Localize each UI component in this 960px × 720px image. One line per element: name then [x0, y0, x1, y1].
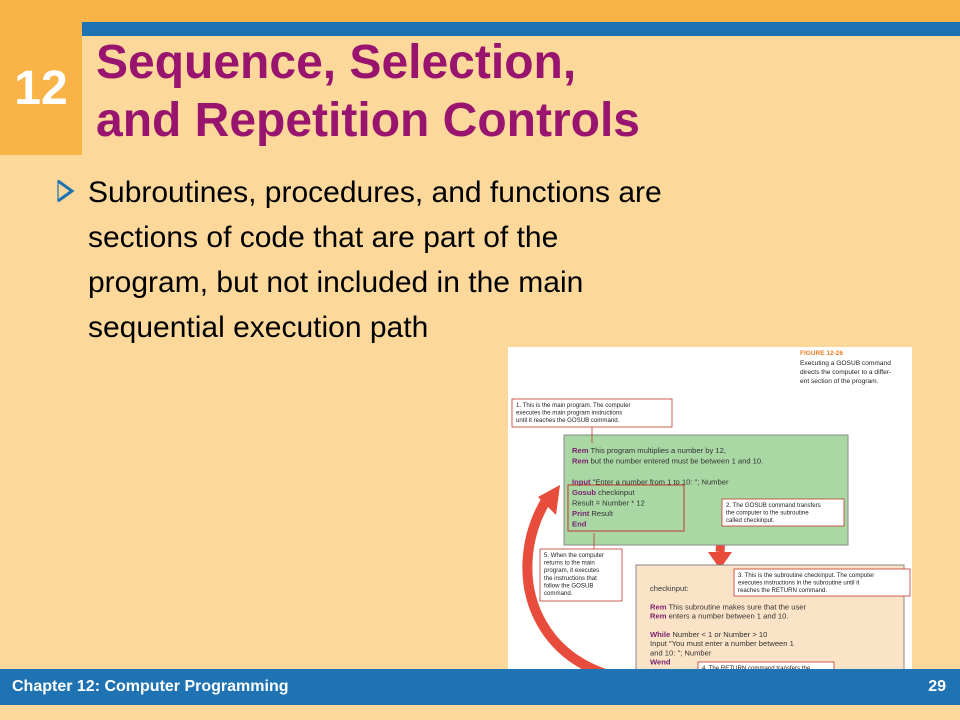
note-5-line: 5. When the computer [544, 552, 604, 559]
note-1: 1. This is the main program. The compute… [516, 402, 631, 424]
return-highlight [567, 484, 685, 532]
chapter-number: 12 [0, 22, 82, 155]
bullet-text: Subroutines, procedures, and functions a… [88, 176, 662, 344]
main-code-line: End [572, 520, 587, 529]
note-5-line: the instructions that [544, 575, 597, 582]
figure-diagram: Rem This program multiplies a number by … [511, 350, 911, 688]
sub-code-line: Wend [650, 658, 671, 667]
main-code-line: Input "Enter a number from 1 to 10: "; N… [572, 478, 729, 487]
note-2-line: called checkinput. [726, 517, 775, 524]
main-code: Rem This program multiplies a number by … [572, 446, 763, 529]
gosub-figure: Rem This program multiplies a number by … [508, 347, 912, 692]
note-5-line: follow the GOSUB [544, 582, 593, 589]
sub-code-line: and 10: "; Number [650, 648, 712, 657]
title-line-2: and Repetition Controls [96, 94, 640, 147]
top-blue-bar [82, 22, 960, 36]
return-arrowhead [538, 485, 560, 515]
note-1-line: 1. This is the main program. The compute… [516, 402, 631, 409]
caption-line: directs the computer to a differ- [800, 369, 891, 376]
top-accent-bar [0, 0, 960, 22]
main-code-line: Rem but the number entered must be betwe… [572, 457, 763, 466]
note-3-line: executes instructions in the subroutine … [738, 580, 860, 587]
note-3-box [733, 568, 911, 597]
sub-code-line: While Number < 1 or Number > 10 [650, 630, 767, 639]
slide-title: Sequence, Selection, and Repetition Cont… [96, 34, 640, 150]
bottom-strip [0, 705, 960, 720]
bullet-arrow-icon [57, 179, 75, 203]
note-3-line: 3. This is the subroutine checkinput. Th… [738, 572, 874, 579]
note-5-line: program, it executes [544, 567, 599, 574]
note-2-box [721, 498, 845, 527]
main-code-line: Result = Number * 12 [572, 499, 645, 508]
caption-line: ent section of the program. [800, 378, 879, 385]
note-4-line: 4. The RETURN command transfers the [702, 665, 811, 672]
main-code-line: Print Result [572, 509, 614, 518]
sub-code-line: checkinput: [650, 584, 688, 593]
footer-chapter: Chapter 12: Computer Programming [12, 678, 289, 695]
note-3-line: reaches the RETURN command. [738, 587, 827, 594]
note-1-line: until it reaches the GOSUB command. [516, 417, 620, 424]
main-code-line: Gosub checkinput [572, 488, 635, 497]
figure-label: FIGURE 12-26 [800, 350, 843, 357]
title-line-1: Sequence, Selection, [96, 36, 577, 89]
gosub-arrowhead [708, 552, 732, 569]
sub-code-line: Rem This subroutine makes sure that the … [650, 602, 807, 611]
note-1-box [511, 398, 673, 428]
sub-code-line: Input "You must enter a number between 1 [650, 639, 794, 648]
main-program-box [563, 434, 849, 546]
note-2-line: 2. The GOSUB command transfers [726, 502, 821, 509]
note-2-line: the computer to the subroutine [726, 510, 809, 517]
caption-line: Executing a GOSUB command [800, 360, 891, 367]
note-5-line: returns to the main [544, 560, 595, 567]
note-1-line: executes the main program instructions [516, 410, 622, 417]
note-5-line: command. [544, 590, 573, 597]
note-3: 3. This is the subroutine checkinput. Th… [738, 572, 874, 594]
sub-code-line: Rem enters a number between 1 and 10. [650, 612, 788, 621]
note-5-box [539, 548, 623, 602]
main-code-line: Rem This program multiplies a number by … [572, 446, 726, 455]
page-number: 29 [928, 678, 946, 695]
figure-caption: Executing a GOSUB command directs the com… [800, 360, 891, 385]
footer-bar [0, 669, 960, 705]
